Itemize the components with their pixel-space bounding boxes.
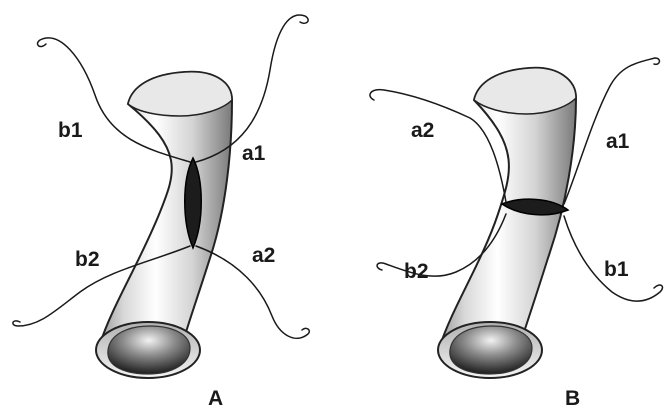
label-b1-a: b1 bbox=[58, 119, 83, 142]
panel-label-a: A bbox=[208, 387, 223, 410]
vessel-a-top bbox=[128, 72, 232, 116]
label-a1-a: a1 bbox=[242, 142, 266, 165]
panel-b: a2 a1 b2 b1 B bbox=[370, 58, 663, 410]
panel-label-b: B bbox=[565, 387, 580, 410]
panel-a: b1 a1 b2 a2 A bbox=[13, 15, 309, 410]
vessel-b-lumen bbox=[450, 326, 532, 374]
vessel-b-top bbox=[474, 68, 576, 114]
vessel-a-lumen bbox=[108, 326, 190, 374]
label-a1-b: a1 bbox=[606, 130, 630, 153]
label-b2-b: b2 bbox=[404, 260, 429, 283]
label-a2-a: a2 bbox=[252, 244, 275, 267]
label-a2-b: a2 bbox=[411, 119, 434, 142]
label-b2-a: b2 bbox=[75, 248, 100, 271]
label-b1-b: b1 bbox=[604, 258, 629, 281]
